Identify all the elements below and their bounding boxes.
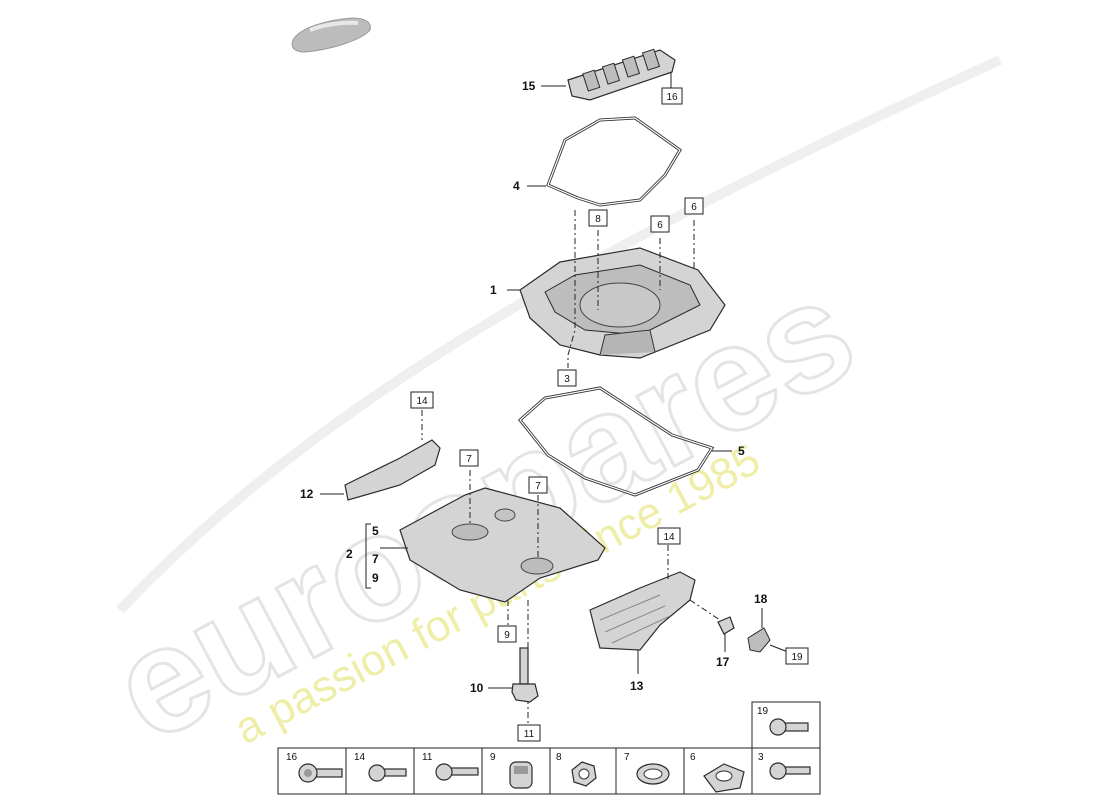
bolt-icon [769, 718, 809, 736]
svg-text:14: 14 [416, 396, 428, 407]
legend-cell-16-label: 16 [286, 752, 298, 763]
svg-text:16: 16 [666, 92, 678, 103]
boxed-ref-3: 3 [557, 369, 577, 387]
callout-17: 17 [716, 655, 730, 669]
callout-12: 12 [300, 487, 314, 501]
part-13-shield[interactable] [589, 571, 696, 651]
boxed-ref-8: 8 [588, 209, 608, 227]
callout-18: 18 [754, 592, 768, 606]
flange-bolt-icon [298, 763, 343, 783]
boxed-ref-9: 9 [497, 625, 517, 643]
part-12-bracket[interactable] [344, 439, 441, 501]
callout-13: 13 [630, 679, 644, 693]
bolt-icon [769, 762, 811, 780]
legend-table: 19 16 14 11 9 8 [277, 701, 821, 795]
part-17-clip[interactable] [717, 616, 735, 635]
svg-text:14: 14 [663, 532, 675, 543]
boxed-ref-19: 19 [785, 647, 809, 665]
drain-plug-icon [509, 761, 533, 789]
svg-text:7: 7 [466, 454, 472, 465]
part-15-plate[interactable] [567, 48, 676, 101]
callout-10: 10 [470, 681, 484, 695]
legend-cell-19-label: 19 [757, 706, 769, 717]
boxed-ref-7a: 7 [459, 449, 479, 467]
part-18-bracket[interactable] [747, 627, 771, 653]
group2-item-7: 7 [372, 552, 379, 566]
callout-5: 5 [738, 444, 745, 458]
legend-cell-8-label: 8 [556, 752, 562, 763]
boxed-ref-7b: 7 [528, 476, 548, 494]
boxed-ref-14b: 14 [657, 527, 681, 545]
callout-4: 4 [513, 179, 520, 193]
part-10-drain-plug[interactable] [511, 647, 539, 703]
legend-cell-9-label: 9 [490, 752, 496, 763]
svg-text:3: 3 [564, 374, 570, 385]
svg-text:6: 6 [657, 220, 663, 231]
group2-item-9: 9 [372, 571, 379, 585]
nut-icon [571, 761, 597, 787]
boxed-ref-11: 11 [517, 724, 541, 742]
legend-cell-11-label: 11 [422, 752, 433, 763]
legend-cell-3-label: 3 [758, 752, 764, 763]
boxed-ref-16: 16 [661, 87, 683, 105]
boxed-ref-6b: 6 [684, 197, 704, 215]
boxed-ref-6a: 6 [650, 215, 670, 233]
callout-1: 1 [490, 283, 497, 297]
part-5-gasket[interactable] [517, 386, 715, 497]
bushing-icon [703, 763, 745, 793]
bolt-icon [435, 763, 479, 781]
legend-cell-6-label: 6 [690, 752, 696, 763]
svg-text:7: 7 [535, 481, 541, 492]
svg-text:6: 6 [691, 202, 697, 213]
svg-text:8: 8 [595, 214, 601, 225]
group2-item-5: 5 [372, 524, 379, 538]
svg-text:19: 19 [791, 652, 803, 663]
seal-ring-icon [636, 763, 670, 785]
screw-icon [368, 764, 407, 782]
car-silhouette-icon [291, 17, 371, 53]
svg-text:11: 11 [524, 729, 535, 740]
svg-text:9: 9 [504, 630, 510, 641]
part-1-upper-oil-pan[interactable] [519, 247, 726, 359]
part-2-lower-oil-pan[interactable] [399, 487, 606, 603]
legend-cell-7-label: 7 [624, 752, 630, 763]
legend-cell-14-label: 14 [354, 752, 366, 763]
boxed-ref-14a: 14 [410, 391, 434, 409]
callout-2: 2 [346, 547, 353, 561]
watermark: eurospares a passion for parts since 198… [85, 55, 1003, 775]
part-4-gasket[interactable] [546, 116, 683, 207]
callout-15: 15 [522, 79, 536, 93]
